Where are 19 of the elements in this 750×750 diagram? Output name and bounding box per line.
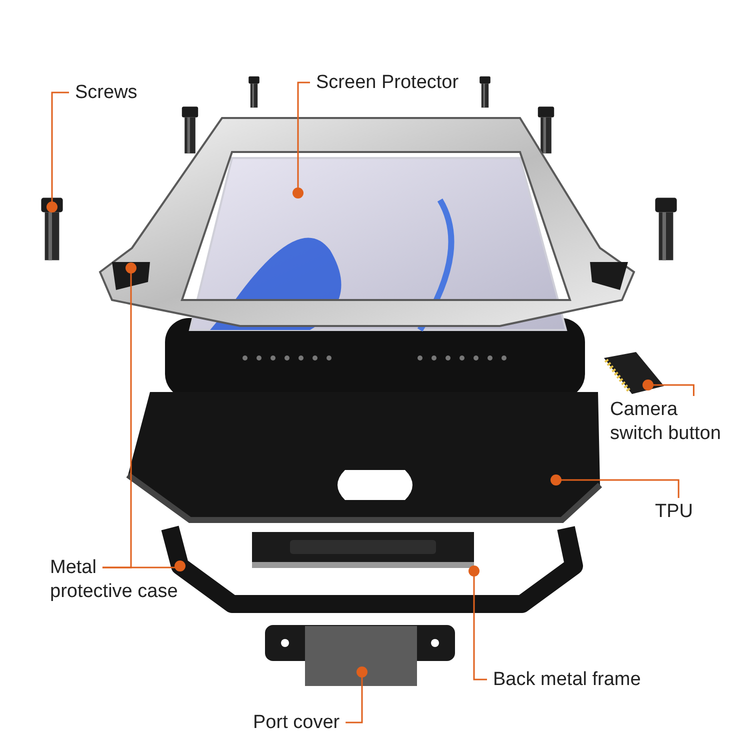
leader-line xyxy=(102,560,186,572)
callout-label: Port cover xyxy=(253,711,340,736)
callout-label: Screen Protector xyxy=(316,71,459,96)
leader-line xyxy=(550,474,680,498)
leader-line xyxy=(46,92,69,212)
screw-drawing xyxy=(41,198,63,260)
leader-line xyxy=(642,380,694,396)
back-metal-frame-drawing xyxy=(252,532,474,568)
port-cover-drawing xyxy=(265,625,455,686)
leader-line xyxy=(292,82,310,198)
callout-label: TPU xyxy=(655,500,693,524)
tpu-case-drawing xyxy=(126,392,602,523)
callout-label: Screws xyxy=(75,81,138,106)
callout-label: Metal protective case xyxy=(50,556,200,605)
callout-label: Camera switch button xyxy=(610,398,745,447)
camera-switch-button-drawing xyxy=(604,352,664,394)
leader-line xyxy=(468,566,487,680)
leader-line xyxy=(346,666,368,724)
callout-label: Back metal frame xyxy=(493,668,641,692)
